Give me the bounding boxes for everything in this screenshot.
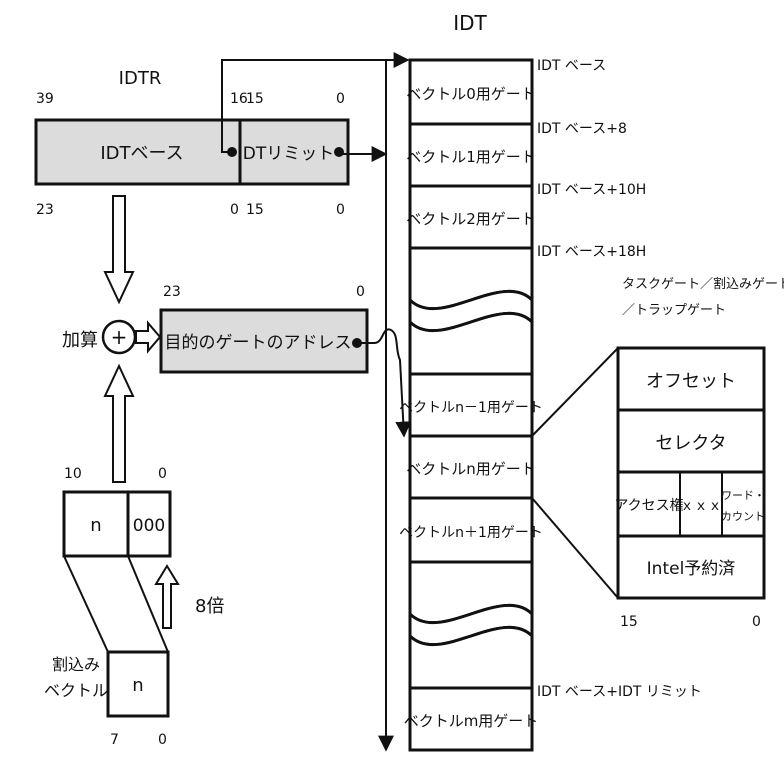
idt-offset-8: IDT ベース+8 xyxy=(537,121,627,137)
idtr-limit-dot xyxy=(334,147,344,157)
vector-label-line2: ベクトル xyxy=(44,681,108,700)
idt-slot-n xyxy=(408,434,534,500)
idt-gap-upper-lower xyxy=(408,311,534,376)
idt-slot-n-minus-1 xyxy=(408,372,534,438)
idt-offset-limit: IDT ベース+IDT リミット xyxy=(537,684,702,700)
index-bit-0: 0 xyxy=(158,466,167,482)
gate-caption-line2: ／トラップゲート xyxy=(622,303,726,318)
gate-bit-15: 15 xyxy=(620,614,638,630)
idtr-limit-field xyxy=(238,118,350,186)
idt-offset-18h: IDT ベース+18H xyxy=(537,244,646,260)
idtr-limit-label: IDTリミット xyxy=(238,144,335,164)
idt-slot-n-plus-1-label: ベクトルn＋1用ゲート xyxy=(399,525,543,541)
idt-offset-base: IDT ベース xyxy=(537,58,606,74)
gate-reserved-label: Intel予約済 xyxy=(647,559,736,579)
index-zeros-field xyxy=(126,490,172,558)
gate-word-label-line1: ワード・ xyxy=(721,489,765,502)
idtr-bit-15: 15 xyxy=(246,91,264,107)
idt-table: ベクトル0用ゲート ベクトル1用ゲート ベクトル2用ゲート ベクトルn－1用ゲー… xyxy=(399,58,543,752)
index-zeros-label: 000 xyxy=(133,516,165,536)
gate-access-label: アクセス権 xyxy=(614,497,683,514)
gate-zoom-bottom xyxy=(531,497,619,599)
idt-gap-lower-lower xyxy=(408,625,534,690)
target-pointer-line xyxy=(357,328,412,438)
idtr-bit-0-bottom-a: 0 xyxy=(230,202,239,218)
idtr-bit-0-top: 0 xyxy=(336,91,345,107)
idtr-base-field xyxy=(34,118,242,186)
idtr-base-label: IDTベース xyxy=(100,143,183,164)
gate-bit-0: 0 xyxy=(752,614,761,630)
multiply-arrow xyxy=(154,564,180,629)
multiply-label: 8倍 xyxy=(195,596,224,617)
idt-slot-0 xyxy=(408,58,534,126)
gate-word-label-line2: カウント xyxy=(721,510,765,523)
idtr-bit-23-bottom: 23 xyxy=(36,202,54,218)
gate-caption-line1: タスクゲート／割込みゲート xyxy=(622,276,784,292)
idtr-bit-39: 39 xyxy=(36,91,54,107)
idt-slot-n-minus-1-label: ベクトルn－1用ゲート xyxy=(399,400,543,416)
idt-title: IDT xyxy=(453,11,487,35)
base-to-adder-arrow xyxy=(103,195,135,305)
index-n-field xyxy=(62,490,130,558)
index-n-label: n xyxy=(90,515,101,536)
idt-offset-10h: IDT ベース+10H xyxy=(537,182,646,198)
vector-bit-0: 0 xyxy=(158,732,167,748)
gate-xxx-label: ｘｘｘ xyxy=(680,498,722,514)
adder-symbol: + xyxy=(111,325,128,349)
idt-slot-n-label: ベクトルn用ゲート xyxy=(406,460,536,478)
adder-to-target-arrow xyxy=(135,320,162,354)
base-pointer-line xyxy=(221,52,410,153)
gate-selector-label: セレクタ xyxy=(655,433,726,454)
projection-right xyxy=(127,555,169,653)
vector-n-field xyxy=(106,650,170,718)
idtr-bit-0-bottom-b: 0 xyxy=(336,202,345,218)
idt-slot-m xyxy=(408,686,534,752)
idt-slot-0-label: ベクトル0用ゲート xyxy=(406,85,536,103)
target-bit-23: 23 xyxy=(163,284,181,300)
vector-label-line1: 割込み xyxy=(52,655,100,674)
idt-slot-n-plus-1 xyxy=(408,496,534,564)
gate-offset-label: オフセット xyxy=(646,371,736,392)
idt-slot-1-label: ベクトル1用ゲート xyxy=(406,148,536,166)
target-address-field xyxy=(159,308,369,374)
vector-n-label: n xyxy=(132,675,143,696)
idt-slot-2-label: ベクトル2用ゲート xyxy=(406,210,536,228)
projection-left xyxy=(63,555,109,653)
idtr-bit-16: 16 xyxy=(230,91,248,107)
adder-label: 加算 xyxy=(62,330,98,351)
target-bit-0: 0 xyxy=(356,284,365,300)
idtr-bit-15-bottom: 15 xyxy=(246,202,264,218)
target-address-label: 目的のゲートのアドレス xyxy=(165,333,352,353)
gate-zoom-top xyxy=(531,347,619,437)
idtr-title: IDTR xyxy=(119,68,162,89)
index-to-adder-arrow xyxy=(103,363,135,483)
index-bit-10: 10 xyxy=(64,466,82,482)
vector-bit-7: 7 xyxy=(110,732,119,748)
idt-slot-m-label: ベクトルm用ゲート xyxy=(404,712,539,730)
